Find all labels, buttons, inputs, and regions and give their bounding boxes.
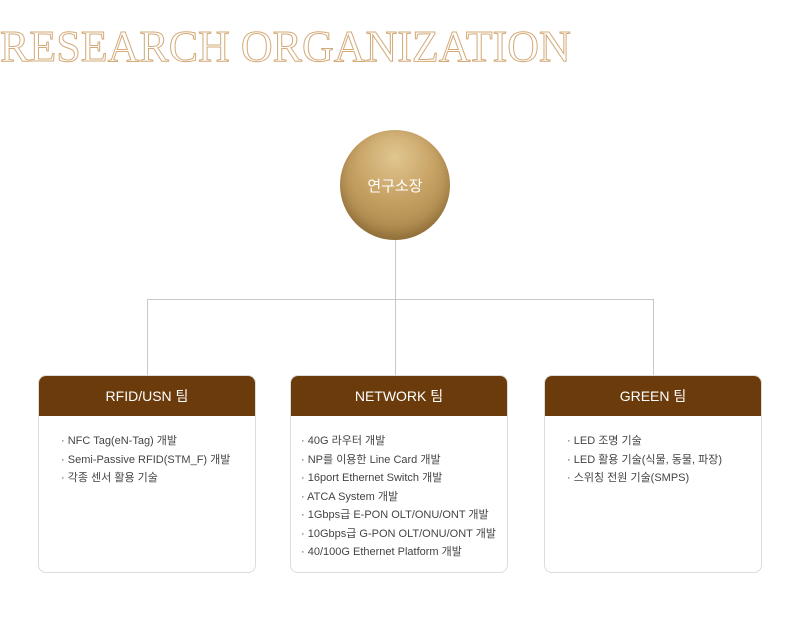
connector-left — [147, 299, 148, 375]
list-item: 1Gbps급 E-PON OLT/ONU/ONT 개발 — [301, 506, 507, 525]
connector-right — [653, 299, 654, 375]
list-item: 40/100G Ethernet Platform 개발 — [301, 543, 507, 562]
team-list: LED 조명 기술 LED 활용 기술(식물, 동물, 파장) 스위칭 전원 기… — [545, 416, 761, 488]
team-box-rfid-usn: RFID/USN 팀 NFC Tag(eN-Tag) 개발 Semi-Passi… — [38, 375, 256, 573]
team-header: NETWORK 팀 — [291, 376, 507, 416]
team-list: NFC Tag(eN-Tag) 개발 Semi-Passive RFID(STM… — [39, 416, 255, 488]
list-item: 10Gbps급 G-PON OLT/ONU/ONT 개발 — [301, 525, 507, 544]
director-label: 연구소장 — [367, 177, 423, 195]
connector-trunk — [395, 240, 396, 375]
list-item: 각종 센서 활용 기술 — [61, 469, 255, 488]
list-item: LED 조명 기술 — [567, 432, 761, 451]
team-header: GREEN 팀 — [545, 376, 761, 416]
list-item: 스위칭 전원 기술(SMPS) — [567, 469, 761, 488]
list-item: LED 활용 기술(식물, 동물, 파장) — [567, 451, 761, 470]
team-box-green: GREEN 팀 LED 조명 기술 LED 활용 기술(식물, 동물, 파장) … — [544, 375, 762, 573]
team-box-network: NETWORK 팀 40G 라우터 개발 NP를 이용한 Line Card 개… — [290, 375, 508, 573]
list-item: 16port Ethernet Switch 개발 — [301, 469, 507, 488]
page-title: RESEARCH ORGANIZATION — [0, 22, 571, 72]
list-item: NP를 이용한 Line Card 개발 — [301, 451, 507, 470]
list-item: Semi-Passive RFID(STM_F) 개발 — [61, 451, 255, 470]
director-node: 연구소장 — [340, 130, 450, 240]
list-item: ATCA System 개발 — [301, 488, 507, 507]
team-list: 40G 라우터 개발 NP를 이용한 Line Card 개발 16port E… — [291, 416, 507, 562]
team-header: RFID/USN 팀 — [39, 376, 255, 416]
connector-horizontal — [147, 299, 654, 300]
list-item: NFC Tag(eN-Tag) 개발 — [61, 432, 255, 451]
list-item: 40G 라우터 개발 — [301, 432, 507, 451]
